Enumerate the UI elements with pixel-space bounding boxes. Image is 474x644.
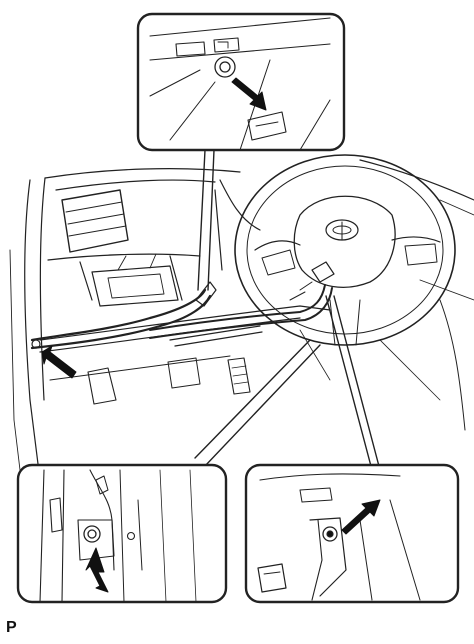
top-detail-arrow — [231, 77, 267, 111]
main-left-clip-arrow — [41, 345, 77, 379]
bottom-right-detail-callout — [244, 463, 460, 604]
wire-harness — [30, 261, 335, 350]
bottom-left-detail-callout — [16, 463, 228, 604]
bottom-right-detail-arrow — [341, 499, 381, 535]
figure-code-label: P — [6, 619, 17, 636]
top-detail-callout — [136, 12, 346, 152]
bottom-left-detail-arrow — [85, 547, 109, 593]
dashboard-scene — [9, 154, 474, 481]
leader-lines — [194, 149, 381, 471]
